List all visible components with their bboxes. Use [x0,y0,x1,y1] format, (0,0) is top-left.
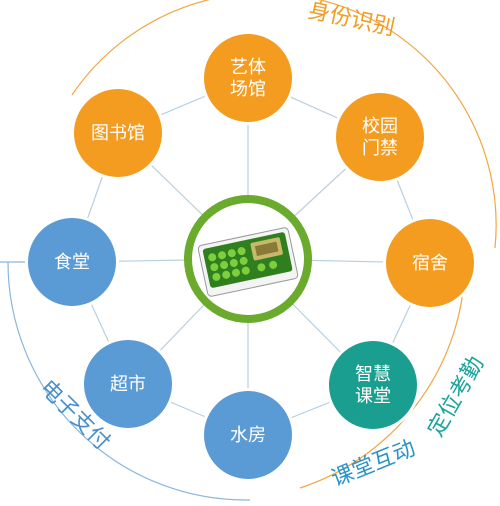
smart-card-icon [197,227,299,297]
node-circle [28,218,116,306]
node-label: 智慧 [355,364,391,385]
node-label: 超市 [110,374,146,395]
node-circle [204,34,292,122]
node-supermarket: 超市 [81,337,175,431]
node-label: 宿舍 [412,253,448,274]
attendance-label: 定位考勤 [424,352,490,441]
node-label: 校园 [362,116,398,137]
center-hub [184,195,312,323]
node-label: 水房 [230,425,266,446]
identity-label: 身份识别 [306,0,397,41]
node-label: 场馆 [230,79,266,100]
node-library: 图书馆 [71,86,165,180]
node-label: 课堂 [355,386,391,407]
node-canteen: 食堂 [25,215,119,309]
node-label: 门禁 [362,138,398,159]
node-circle [329,341,417,429]
node-circle [336,93,424,181]
payment-arc [7,261,251,501]
node-circle [84,340,172,428]
node-circle [386,219,474,307]
node-circle [74,89,162,177]
node-label: 图书馆 [91,123,145,144]
node-label: 艺体 [230,57,266,78]
node-label: 食堂 [54,252,90,273]
classroom-label: 课堂互动 [328,436,419,492]
identity-arc [71,0,497,249]
node-dorm: 宿舍 [383,216,477,310]
node-circle [204,391,292,479]
node-water-room: 水房 [201,388,295,482]
